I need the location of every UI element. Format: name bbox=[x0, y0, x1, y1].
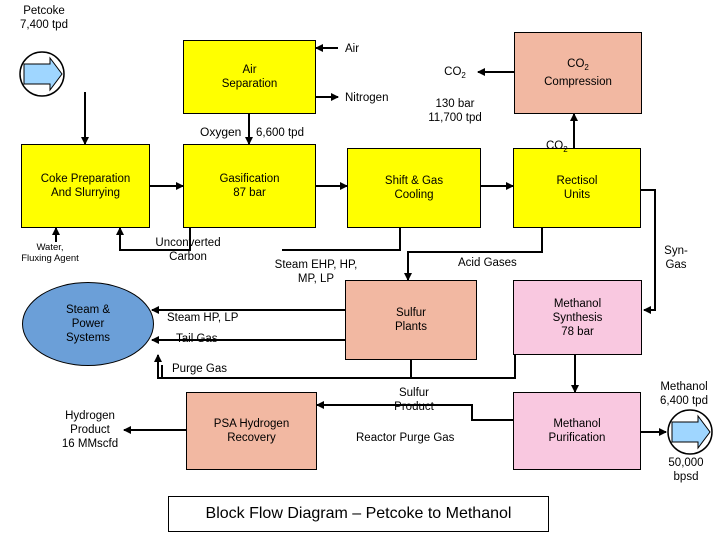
methanol-synthesis-box: Methanol Synthesis 78 bar bbox=[513, 280, 642, 355]
steam-ehp-label: Steam EHP, HP, MP, LP bbox=[274, 259, 358, 285]
co2-compression-co2: CO2 bbox=[567, 58, 589, 72]
reactor-purge-gas-line bbox=[316, 401, 515, 421]
co2-stream-label: CO2 130 bar 11,700 tpd bbox=[420, 51, 490, 125]
tail-gas-label: Tail Gas bbox=[176, 333, 218, 345]
methanol-output-label: Methanol 6,400 tpd bbox=[660, 381, 708, 407]
rectisol-units-box: Rectisol Units bbox=[513, 148, 641, 228]
acid-gases-line bbox=[404, 228, 543, 281]
nitrogen-label: Nitrogen bbox=[345, 92, 389, 104]
steam-power-systems-circle: Steam & Power Systems bbox=[22, 282, 154, 366]
rectisol-units-label: Rectisol Units bbox=[556, 175, 598, 201]
air-separation-label: Air Separation bbox=[221, 64, 278, 90]
shift-gas-cooling-label: Shift & Gas Cooling bbox=[384, 175, 444, 201]
gasification-box: Gasification 87 bar bbox=[183, 144, 316, 228]
sulfur-plants-box: Sulfur Plants bbox=[345, 280, 477, 360]
reactor-purge-gas-label: Reactor Purge Gas bbox=[356, 432, 455, 444]
oxygen-rate-label: 6,600 tpd bbox=[256, 127, 304, 139]
steam-power-systems-label: Steam & Power Systems bbox=[65, 304, 111, 344]
coke-preparation-label: Coke Preparation And Slurrying bbox=[40, 173, 131, 199]
syngas-line bbox=[641, 189, 656, 314]
unconverted-carbon-label: Unconverted Carbon bbox=[155, 237, 221, 263]
petcoke-feed-label: Petcoke 7,400 tpd bbox=[20, 5, 68, 31]
co2-rectisol-label: CO2 bbox=[546, 140, 568, 154]
psa-hydrogen-recovery-label: PSA Hydrogen Recovery bbox=[213, 418, 290, 444]
co2-stream-co2: CO2 bbox=[444, 66, 466, 80]
shift-gas-cooling-box: Shift & Gas Cooling bbox=[347, 148, 481, 228]
steam-ehp-line bbox=[282, 228, 401, 251]
air-label: Air bbox=[345, 43, 360, 55]
diagram-title: Block Flow Diagram – Petcoke to Methanol bbox=[205, 505, 512, 522]
diagram-title-box: Block Flow Diagram – Petcoke to Methanol bbox=[168, 496, 549, 532]
hydrogen-product-label: Hydrogen Product 16 MMscfd bbox=[61, 410, 119, 450]
petcoke-feed-symbol bbox=[19, 51, 65, 97]
co2-compression-box: CO2 Compression bbox=[514, 32, 642, 114]
methanol-synthesis-label: Methanol Synthesis 78 bar bbox=[552, 297, 603, 338]
methanol-product-symbol bbox=[667, 409, 713, 455]
water-fluxing-label: Water, Fluxing Agent bbox=[21, 242, 79, 264]
sulfur-product-label: Sulfur Product bbox=[394, 387, 434, 413]
steam-hp-lp-label: Steam HP, LP bbox=[167, 312, 239, 324]
co2-compression-label: Compression bbox=[544, 76, 612, 88]
purge-gas-label: Purge Gas bbox=[172, 363, 227, 375]
acid-gases-label: Acid Gases bbox=[458, 257, 517, 269]
psa-hydrogen-recovery-box: PSA Hydrogen Recovery bbox=[186, 392, 317, 470]
gasification-label: Gasification 87 bar bbox=[219, 173, 280, 199]
purge-gas-line bbox=[154, 354, 516, 379]
syngas-label: Syn- Gas bbox=[664, 245, 688, 271]
coke-preparation-box: Coke Preparation And Slurrying bbox=[21, 144, 150, 228]
sulfur-plants-label: Sulfur Plants bbox=[395, 307, 427, 333]
methanol-bpsd-label: 50,000 bpsd bbox=[668, 457, 704, 483]
air-separation-box: Air Separation bbox=[183, 40, 316, 114]
oxygen-label: Oxygen bbox=[200, 125, 242, 139]
unconverted-carbon-line bbox=[116, 227, 191, 251]
methanol-purification-box: Methanol Purification bbox=[513, 392, 641, 470]
methanol-purification-label: Methanol Purification bbox=[548, 418, 606, 444]
co2-stream-pressure: 130 bar 11,700 tpd bbox=[428, 98, 482, 124]
